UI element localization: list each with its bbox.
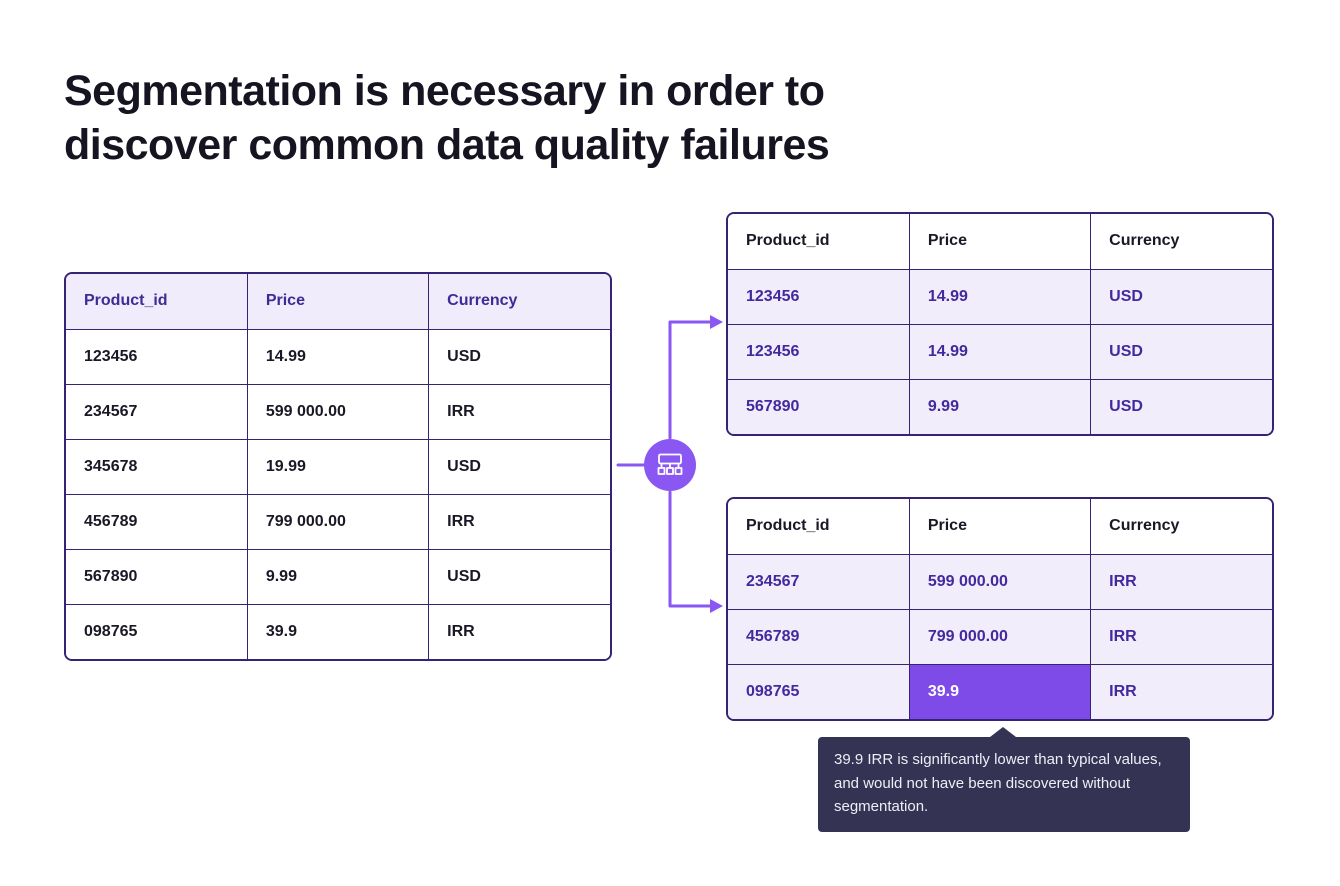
table-cell: 599 000.00 xyxy=(246,383,430,440)
arrowhead-icon xyxy=(710,599,723,613)
table-cell: 234567 xyxy=(728,553,910,610)
table-cell: 098765 xyxy=(66,603,248,659)
column-header: Price xyxy=(246,274,430,330)
table-cell: IRR xyxy=(1090,608,1272,665)
table-cell: IRR xyxy=(428,603,610,659)
table-cell: IRR xyxy=(1090,663,1272,719)
arrowhead-icon xyxy=(710,315,723,329)
table-cell: 123456 xyxy=(66,328,248,385)
table-cell: USD xyxy=(1090,378,1272,434)
table-cell: 456789 xyxy=(728,608,910,665)
column-header: Product_id xyxy=(728,214,910,270)
column-header: Price xyxy=(908,499,1092,555)
table-cell: 599 000.00 xyxy=(908,553,1092,610)
table-cell: 9.99 xyxy=(246,548,430,605)
table-cell: 9.99 xyxy=(908,378,1092,434)
table-cell: 39.9 xyxy=(246,603,430,659)
table-cell: 14.99 xyxy=(908,268,1092,325)
table-cell: USD xyxy=(1090,268,1272,325)
table-cell: 799 000.00 xyxy=(246,493,430,550)
column-header: Currency xyxy=(1090,214,1272,270)
column-header: Currency xyxy=(1090,499,1272,555)
table-cell: IRR xyxy=(428,383,610,440)
segmentation-node xyxy=(644,439,696,491)
tooltip: 39.9 IRR is significantly lower than typ… xyxy=(818,727,1190,832)
table-cell: 567890 xyxy=(66,548,248,605)
table-cell: IRR xyxy=(428,493,610,550)
table-cell: IRR xyxy=(1090,553,1272,610)
page-title: Segmentation is necessary in order to di… xyxy=(64,67,830,169)
arrow-to-irr-table xyxy=(668,490,723,613)
table-cell: 19.99 xyxy=(246,438,430,495)
table-cell: 234567 xyxy=(66,383,248,440)
table-cell: 567890 xyxy=(728,378,910,434)
table-cell: 123456 xyxy=(728,323,910,380)
table-cell: USD xyxy=(428,438,610,495)
table-cell: 14.99 xyxy=(908,323,1092,380)
tooltip-caret-icon xyxy=(990,727,1016,737)
sitemap-icon xyxy=(657,453,683,475)
segmentation-flow xyxy=(616,315,723,613)
table-cell: USD xyxy=(428,548,610,605)
column-header: Currency xyxy=(428,274,610,330)
column-header: Product_id xyxy=(728,499,910,555)
table-cell: 123456 xyxy=(728,268,910,325)
column-header: Price xyxy=(908,214,1092,270)
anomaly-cell: 39.9 xyxy=(908,663,1092,719)
table-cell: 456789 xyxy=(66,493,248,550)
table-cell: 098765 xyxy=(728,663,910,719)
table-cell: 799 000.00 xyxy=(908,608,1092,665)
arrow-to-usd-table xyxy=(668,315,723,440)
column-header: Product_id xyxy=(66,274,248,330)
tooltip-text: 39.9 IRR is significantly lower than typ… xyxy=(834,751,1162,815)
table-cell: USD xyxy=(428,328,610,385)
table-cell: USD xyxy=(1090,323,1272,380)
table-cell: 345678 xyxy=(66,438,248,495)
table-cell: 14.99 xyxy=(246,328,430,385)
